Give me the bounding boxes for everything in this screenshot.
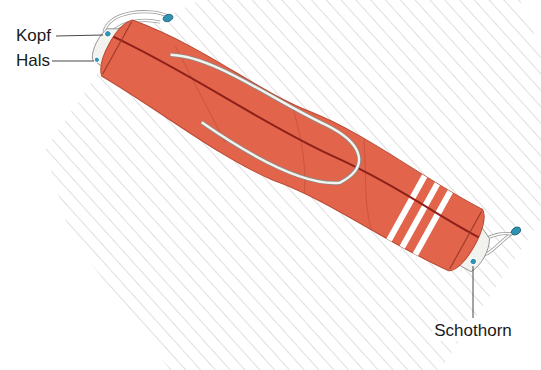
hatched-ground: [45, 0, 541, 370]
bag-body: [89, 8, 494, 283]
grommet: [103, 29, 112, 38]
part-label: Kopf: [14, 26, 53, 46]
zipper: [112, 32, 483, 240]
leader-line: [52, 61, 94, 62]
part-label: Schothorn: [432, 321, 514, 341]
leader-line: [473, 266, 474, 318]
grommet: [469, 257, 478, 266]
strap: [147, 42, 367, 202]
leader-line: [56, 35, 103, 36]
part-label: Hals: [14, 51, 52, 71]
cord: [102, 18, 482, 269]
strap: [147, 42, 367, 202]
sail-bag: [75, 0, 511, 297]
fold: [142, 37, 407, 231]
grommet: [93, 56, 100, 63]
snap-hook: [510, 225, 522, 236]
snap-hook: [162, 13, 174, 23]
